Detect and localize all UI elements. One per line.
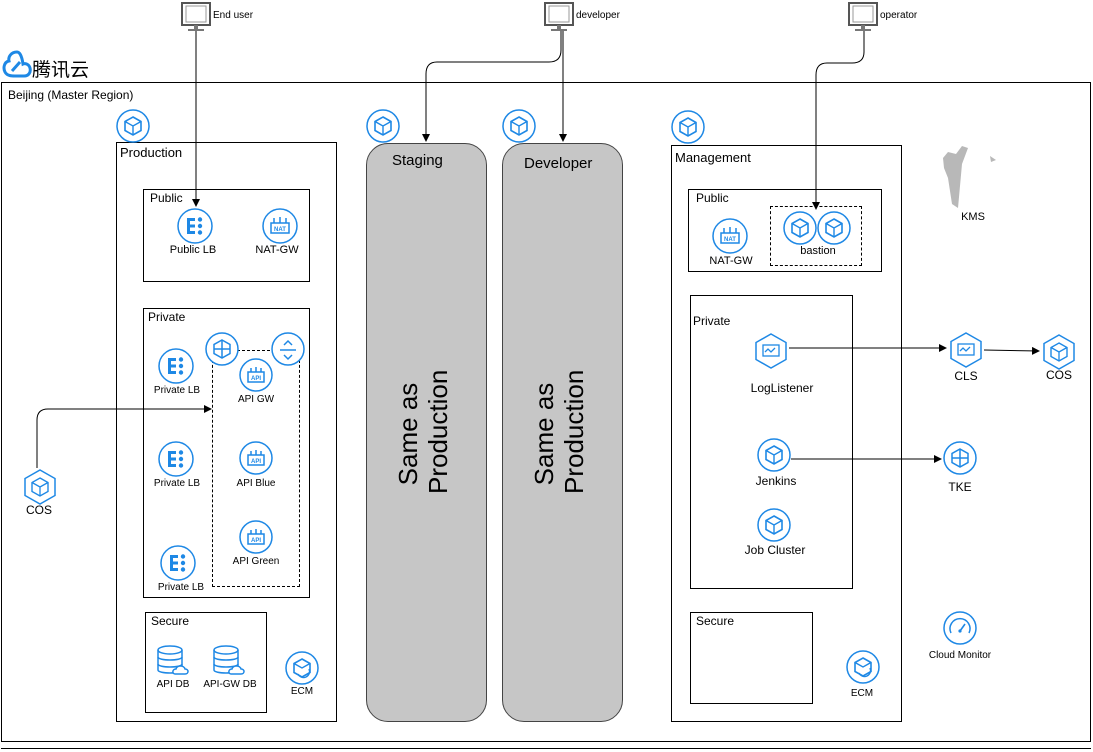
api-gw-db-icon[interactable]	[211, 644, 247, 685]
production-ecm-label: ECM	[290, 686, 314, 697]
svg-text:NAT: NAT	[274, 227, 286, 233]
api-green-icon[interactable]: API	[239, 520, 273, 559]
api-green-label: API Green	[232, 556, 280, 567]
tke-icon[interactable]	[943, 441, 977, 480]
production-private-title: Private	[148, 310, 186, 324]
bastion-host-1-icon[interactable]	[783, 211, 817, 250]
private-lb-1-label: Private LB	[153, 385, 201, 396]
developer-vpc-icon[interactable]	[502, 109, 536, 148]
api-blue-label: API Blue	[236, 478, 276, 489]
cloud-monitor-label: Cloud Monitor	[928, 650, 992, 661]
staging-title: Staging	[392, 152, 443, 169]
job-cluster-label: Job Cluster	[744, 543, 806, 557]
production-secure-box	[145, 612, 267, 713]
management-secure-box	[690, 612, 813, 704]
developer-monitor-icon	[544, 2, 576, 37]
tke-label: TKE	[948, 480, 972, 494]
cos-left-label: COS	[25, 503, 53, 517]
bastion-host-2-icon[interactable]	[817, 211, 851, 250]
private-lb-2-label: Private LB	[153, 478, 201, 489]
api-db-label: API DB	[156, 679, 190, 690]
kms-icon[interactable]	[938, 144, 998, 215]
loglistener-icon[interactable]	[753, 332, 789, 375]
svg-text:API: API	[251, 459, 261, 465]
api-gw-icon[interactable]: API	[239, 358, 273, 397]
api-gateway-group	[212, 350, 300, 587]
cos-right-icon[interactable]	[1041, 333, 1077, 376]
management-nat-gw-label: NAT-GW	[709, 255, 753, 267]
api-gw-db-label: API-GW DB	[203, 679, 257, 690]
private-lb-3-label: Private LB	[157, 582, 205, 593]
private-lb-1-icon[interactable]	[158, 348, 194, 389]
developer-environment	[502, 143, 623, 722]
kms-label: KMS	[961, 211, 985, 223]
production-vpc-icon[interactable]	[116, 109, 150, 148]
cls-label: CLS	[954, 369, 978, 383]
api-gateway-service-icon[interactable]	[205, 332, 239, 371]
api-db-icon[interactable]	[155, 644, 191, 685]
operator-label: operator	[880, 10, 918, 21]
brand-logo-text: 腾讯云	[32, 60, 90, 81]
staging-vpc-icon[interactable]	[366, 109, 400, 148]
cos-left-icon[interactable]	[22, 468, 58, 511]
management-ecm-label: ECM	[850, 688, 874, 699]
cos-right-label: COS	[1045, 368, 1073, 382]
region-bottom-line	[1, 748, 1091, 749]
jenkins-icon[interactable]	[757, 438, 791, 477]
management-vpc-icon[interactable]	[671, 110, 705, 149]
production-ecm-icon[interactable]	[285, 651, 319, 690]
management-nat-gw-icon[interactable]: NAT	[712, 218, 748, 259]
bastion-label: bastion	[800, 245, 836, 257]
api-gw-label: API GW	[237, 394, 275, 405]
management-title: Management	[675, 150, 751, 165]
developer-title: Developer	[524, 155, 593, 172]
svg-text:NAT: NAT	[724, 237, 736, 243]
cloud-monitor-icon[interactable]	[943, 611, 977, 650]
private-lb-3-icon[interactable]	[160, 545, 196, 586]
cls-icon[interactable]	[948, 331, 984, 374]
developer-body-line1: Same as	[529, 382, 559, 486]
management-private-title: Private	[693, 314, 731, 328]
cloud-logo-icon	[2, 48, 32, 85]
management-ecm-icon[interactable]	[846, 650, 880, 689]
management-secure-title: Secure	[696, 614, 735, 628]
staging-environment	[366, 143, 487, 722]
staging-body-line1: Same as	[393, 382, 423, 486]
management-public-title: Public	[696, 191, 729, 205]
public-lb-label: Public LB	[169, 244, 217, 256]
svg-text:API: API	[251, 376, 261, 382]
production-secure-title: Secure	[151, 614, 190, 628]
jenkins-label: Jenkins	[755, 474, 797, 488]
production-nat-gw-icon[interactable]: NAT	[262, 208, 298, 249]
svg-text:API: API	[251, 538, 261, 544]
end-user-monitor-icon	[181, 2, 213, 37]
router-icon[interactable]	[271, 332, 305, 371]
end-user-label: End user	[213, 10, 254, 21]
production-public-title: Public	[150, 191, 183, 205]
job-cluster-icon[interactable]	[757, 508, 791, 547]
staging-body-line2: Production	[423, 369, 453, 494]
region-label: Beijing (Master Region)	[8, 88, 134, 102]
developer-label: developer	[576, 10, 620, 21]
operator-monitor-icon	[848, 2, 880, 37]
production-title: Production	[120, 145, 183, 160]
production-nat-gw-label: NAT-GW	[255, 244, 299, 256]
private-lb-2-icon[interactable]	[158, 441, 194, 482]
loglistener-label: LogListener	[750, 381, 814, 395]
api-blue-icon[interactable]: API	[239, 441, 273, 480]
developer-body-line2: Production	[559, 369, 589, 494]
public-lb-icon[interactable]	[177, 208, 213, 249]
